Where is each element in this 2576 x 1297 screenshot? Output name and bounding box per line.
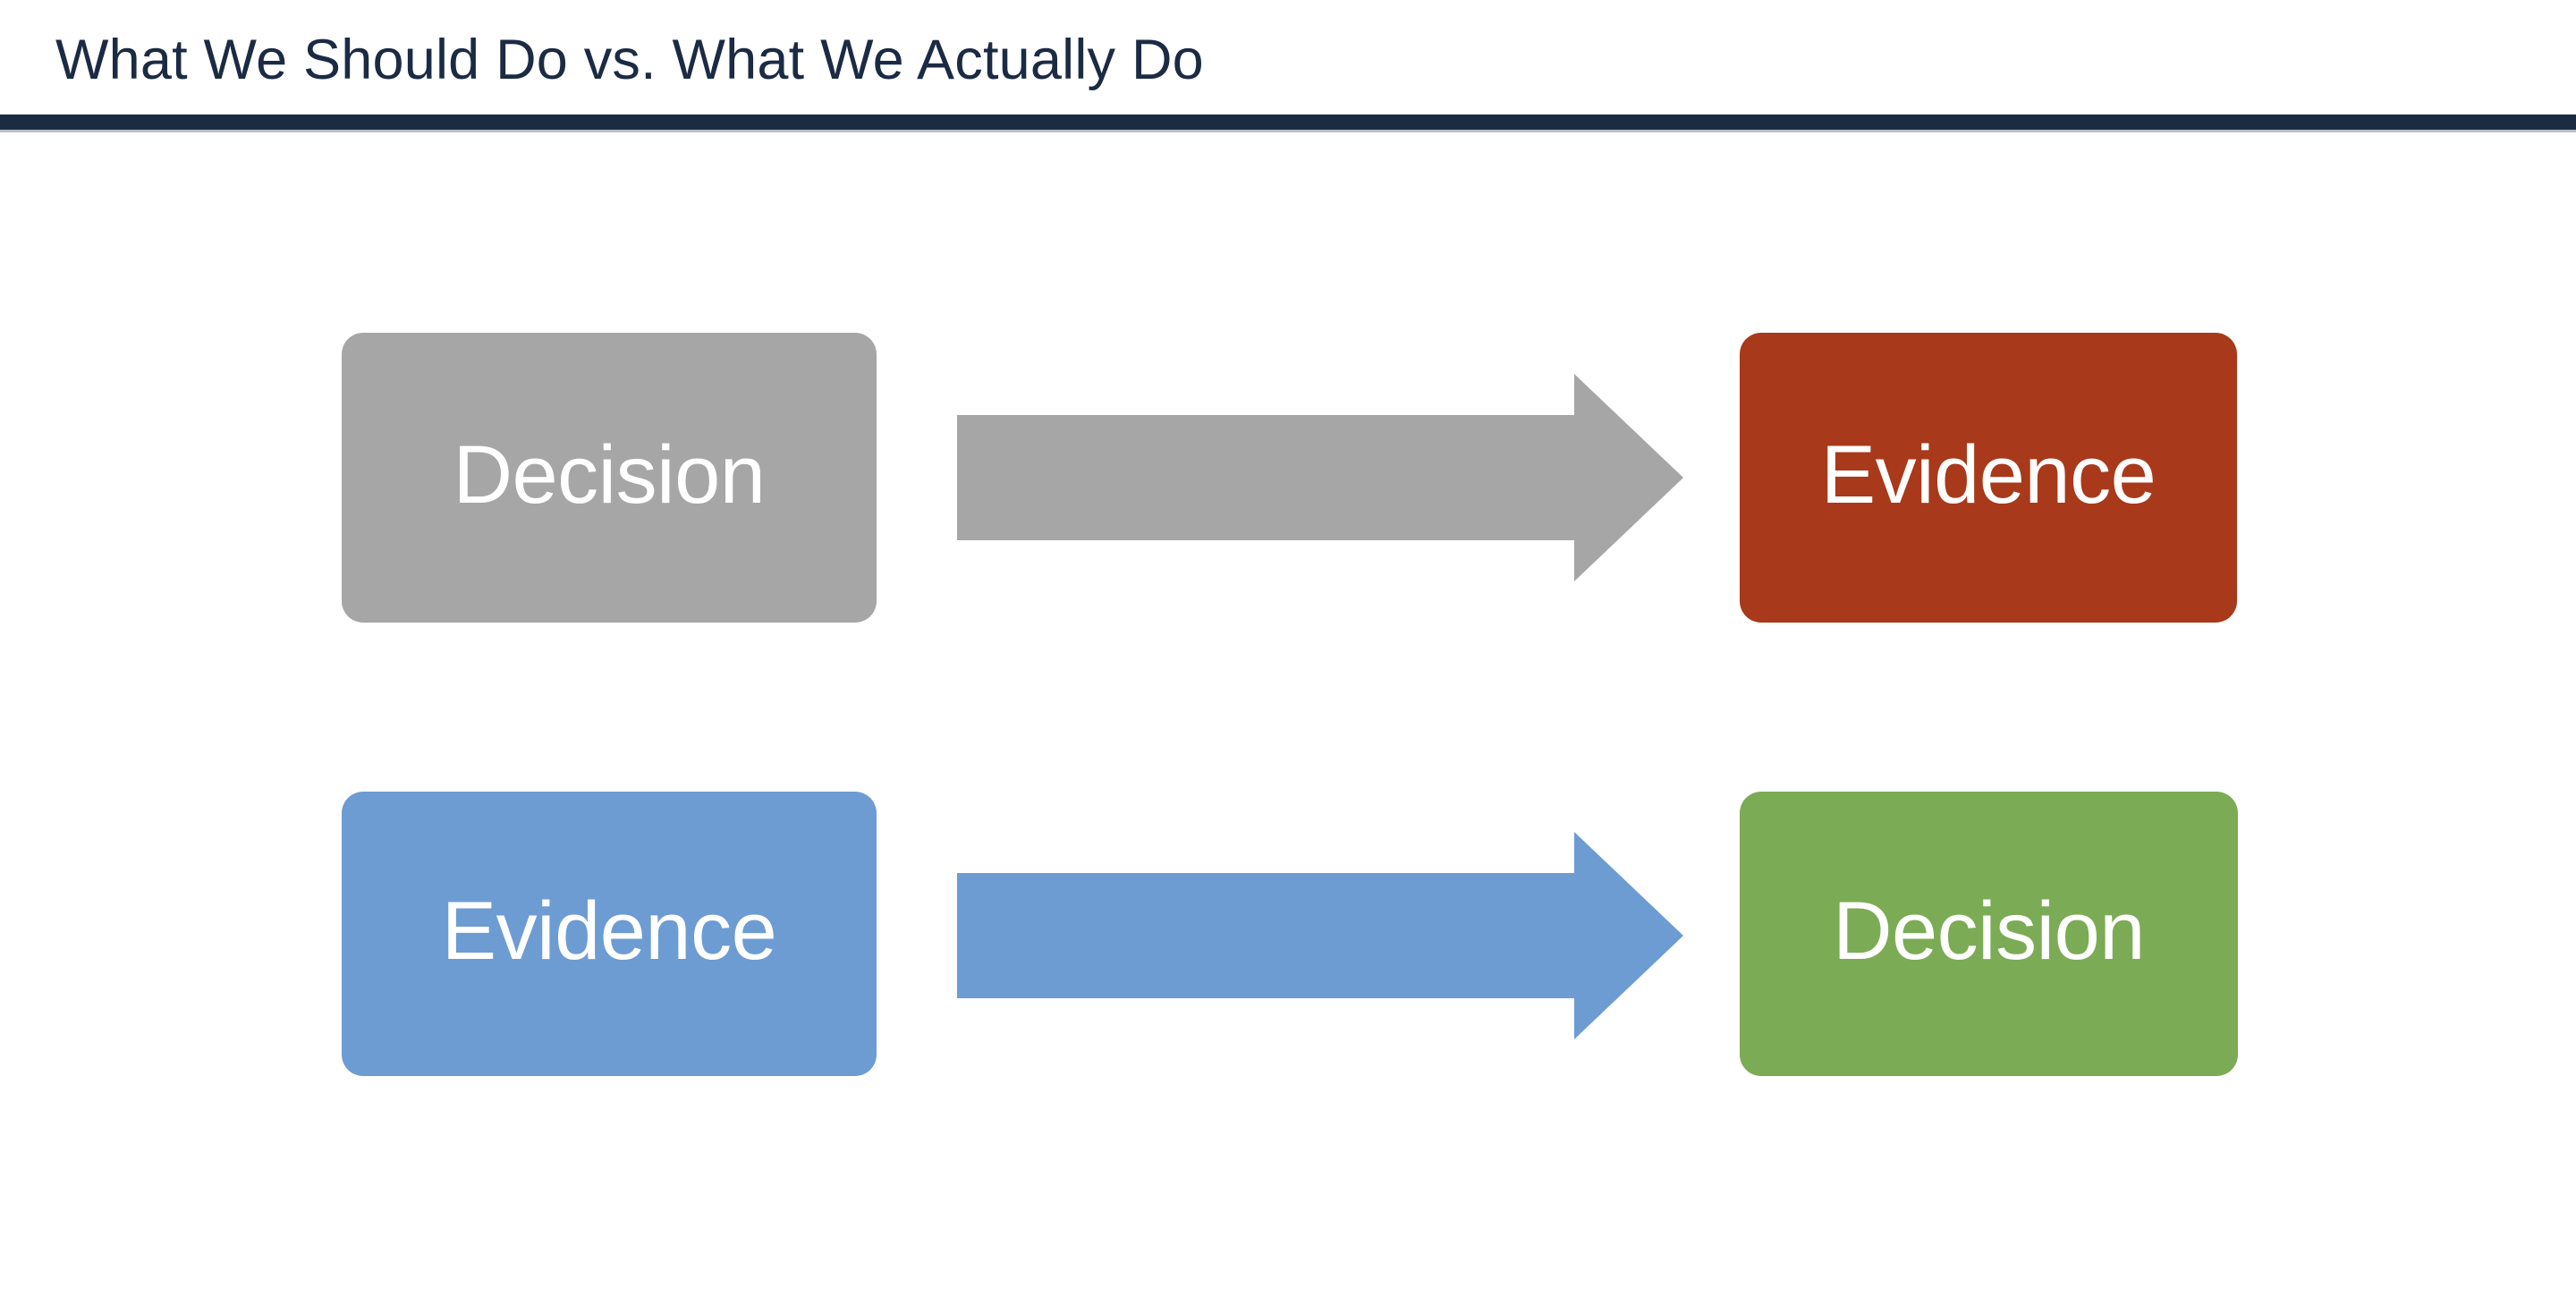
node-label: Evidence (1820, 429, 2157, 521)
block-arrow-right-icon (957, 374, 1683, 581)
arrow-row1-right[interactable] (957, 374, 1683, 581)
node-row1-source-decision[interactable]: Decision (342, 333, 877, 623)
node-row2-source-evidence[interactable]: Evidence (342, 792, 877, 1076)
page-title: What We Should Do vs. What We Actually D… (55, 29, 1204, 91)
title-divider-bar (0, 114, 2576, 130)
node-row2-target-decision[interactable]: Decision (1740, 792, 2238, 1076)
node-label: Decision (1833, 886, 2145, 977)
node-label: Evidence (441, 886, 777, 977)
slide-title-area: What We Should Do vs. What We Actually D… (0, 0, 2576, 114)
node-row1-target-evidence[interactable]: Evidence (1740, 333, 2237, 623)
arrow-row2-right[interactable] (957, 832, 1683, 1039)
block-arrow-right-icon (957, 832, 1683, 1039)
title-divider-shadow (0, 130, 2576, 132)
node-label: Decision (453, 429, 766, 521)
